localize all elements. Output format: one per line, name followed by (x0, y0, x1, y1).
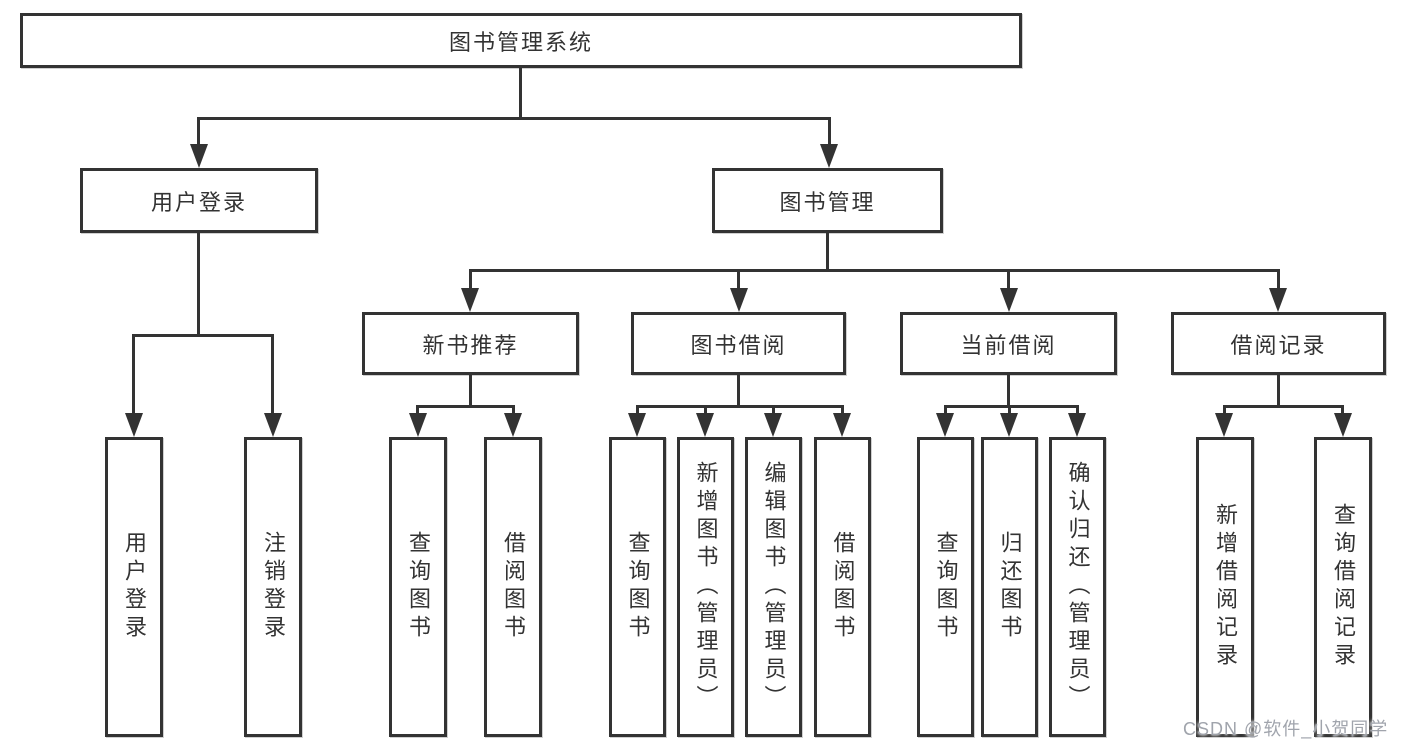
connector-line (132, 334, 135, 416)
connector-line (944, 405, 947, 416)
connector-line (271, 334, 274, 416)
connector-line (636, 405, 844, 408)
connector-line (197, 117, 200, 147)
connector-line (197, 233, 200, 337)
arrow-down-icon (730, 288, 748, 312)
arrow-down-icon (1000, 288, 1018, 312)
arrow-down-icon (125, 413, 143, 437)
connector-line (416, 405, 419, 416)
connector-line (469, 375, 472, 408)
connector-line (944, 405, 1079, 408)
connector-line (197, 117, 831, 120)
node-new-book-recommend: 新书推荐 (362, 312, 579, 375)
connector-line (469, 269, 472, 291)
arrow-down-icon (1269, 288, 1287, 312)
leaf-confirm-return-admin: 确认归还（管理员） (1049, 437, 1106, 737)
connector-line (1341, 405, 1344, 416)
connector-line (1076, 405, 1079, 416)
arrow-down-icon (696, 413, 714, 437)
connector-line (512, 405, 515, 416)
connector-line (416, 405, 515, 408)
arrow-down-icon (833, 413, 851, 437)
node-user-login: 用户登录 (80, 168, 318, 233)
connector-line (1277, 375, 1280, 408)
connector-line (737, 375, 740, 408)
node-root: 图书管理系统 (20, 13, 1022, 68)
arrow-down-icon (628, 413, 646, 437)
arrow-down-icon (1334, 413, 1352, 437)
connector-line (132, 334, 274, 337)
leaf-query-book-1: 查询图书 (389, 437, 447, 737)
watermark: CSDN @软件_小贺同学 (1183, 719, 1389, 739)
leaf-logout: 注销登录 (244, 437, 302, 737)
connector-line (826, 233, 829, 272)
connector-line (772, 405, 775, 416)
leaf-return-book: 归还图书 (981, 437, 1038, 737)
arrow-down-icon (409, 413, 427, 437)
connector-line (841, 405, 844, 416)
connector-line (1277, 269, 1280, 291)
arrow-down-icon (1000, 413, 1018, 437)
connector-line (469, 269, 1280, 272)
node-book-borrow: 图书借阅 (631, 312, 846, 375)
arrow-down-icon (1068, 413, 1086, 437)
arrow-down-icon (820, 144, 838, 168)
connector-line (737, 269, 740, 291)
arrow-down-icon (764, 413, 782, 437)
arrow-down-icon (264, 413, 282, 437)
arrow-down-icon (190, 144, 208, 168)
leaf-query-book-3: 查询图书 (917, 437, 974, 737)
connector-line (519, 68, 522, 120)
connector-line (828, 117, 831, 147)
leaf-query-book-2: 查询图书 (609, 437, 666, 737)
connector-line (1007, 375, 1010, 408)
arrow-down-icon (461, 288, 479, 312)
leaf-borrow-book-1: 借阅图书 (484, 437, 542, 737)
connector-line (1223, 405, 1344, 408)
leaf-query-borrow-record: 查询借阅记录 (1314, 437, 1372, 737)
arrow-down-icon (936, 413, 954, 437)
arrow-down-icon (1215, 413, 1233, 437)
leaf-borrow-book-2: 借阅图书 (814, 437, 871, 737)
connector-line (704, 405, 707, 416)
node-borrow-record: 借阅记录 (1171, 312, 1386, 375)
connector-line (1008, 405, 1011, 416)
leaf-add-borrow-record: 新增借阅记录 (1196, 437, 1254, 737)
connector-line (1007, 269, 1010, 291)
node-current-borrow: 当前借阅 (900, 312, 1117, 375)
arrow-down-icon (504, 413, 522, 437)
leaf-user-login: 用户登录 (105, 437, 163, 737)
node-book-management: 图书管理 (712, 168, 943, 233)
connector-line (636, 405, 639, 416)
connector-line (1223, 405, 1226, 416)
leaf-edit-book-admin: 编辑图书（管理员） (745, 437, 802, 737)
leaf-add-book-admin: 新增图书（管理员） (677, 437, 734, 737)
